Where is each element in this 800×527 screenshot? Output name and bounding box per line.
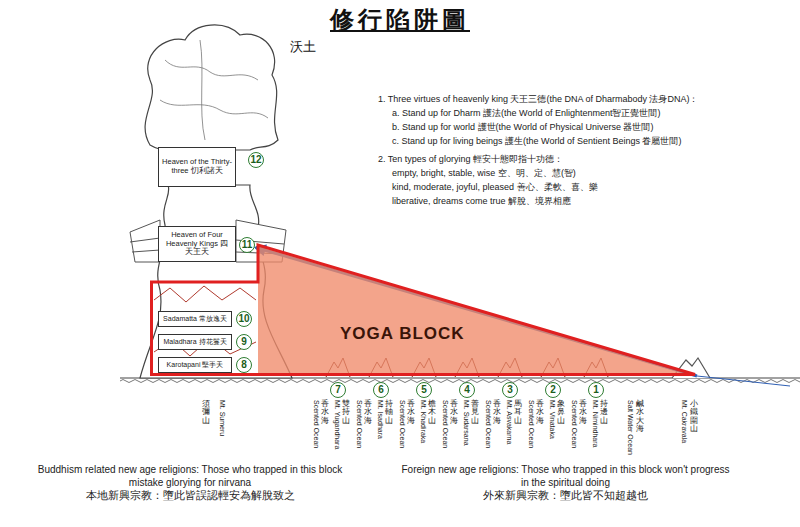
heaven-name: Sadamatta 常放逸天 (163, 315, 227, 323)
region-label: 沃土 (290, 38, 316, 56)
heaven-box: Sadamatta 常放逸天 (158, 311, 232, 327)
place-name: Mt. Isadhara (377, 400, 384, 439)
heaven-name: Maladhara 持花鬘天 (163, 338, 226, 346)
place-name-zh: 香水海 (321, 400, 329, 425)
caption-group: Buddhism related new age religions: Thos… (35, 463, 345, 502)
callout-circle: 5 (416, 382, 432, 398)
place-name-zh: 善見山 (471, 400, 479, 425)
callout-circle: 10 (236, 311, 252, 327)
heaven-box: Maladhara 持花鬘天 (158, 334, 232, 350)
note-line: a. Stand up for Dharm 護法(the World of En… (392, 106, 796, 120)
callout-circle: 1 (588, 382, 604, 398)
place-name: Salt Water Ocean (627, 400, 634, 455)
diagram-title: 修行陷阱圖 (0, 4, 800, 36)
place-name-zh: 小鐵圍山 (690, 400, 698, 433)
note-line: 1. Three virtues of heavenly king 天王三德(t… (378, 92, 796, 106)
place-name-zh: 雙持山 (342, 400, 350, 425)
place-name-zh: 鹹水大海 (636, 400, 644, 433)
note-line: c. Stand up for living beings 護生(the Wor… (392, 134, 796, 148)
callout-number: 8 (241, 360, 247, 370)
callout-circle: 2 (545, 382, 561, 398)
crown-strokes (160, 40, 268, 140)
callout-circle: 3 (502, 382, 518, 398)
place-name: Scented Ocean (442, 400, 449, 448)
callout-circle: 11 (239, 237, 255, 253)
callout-number: 1 (593, 385, 599, 395)
place-name-zh: 象鼻山 (557, 400, 565, 425)
place-name: Mt. Vinataka (549, 400, 556, 439)
place-name: Mt. Khadiraka (420, 400, 427, 443)
block-title: YOGA BLOCK (340, 324, 465, 344)
place-name: Scented Ocean (485, 400, 492, 448)
yoga-outline (150, 240, 697, 376)
place-name: Mt. Asvakarna (506, 400, 513, 444)
place-name: Scented Ocean (399, 400, 406, 448)
heaven-name: Heaven of the Thirty-three 忉利諸天 (162, 158, 232, 175)
place-name-zh: 須彌山 (202, 400, 210, 425)
place-name-zh: 香水海 (407, 400, 415, 425)
place-name-zh: 馬耳山 (514, 400, 522, 425)
callout-number: 12 (250, 155, 261, 165)
place-name-zh: 香水海 (536, 400, 544, 425)
callout-number: 5 (421, 385, 427, 395)
place-name-zh: 香水海 (579, 400, 587, 425)
callout-circle: 12 (248, 152, 264, 168)
note-line: b. Stand up for world 護世(the World of Ph… (392, 120, 796, 134)
place-name: Mt. Yugandhara (334, 400, 341, 449)
callout-number: 10 (238, 314, 249, 324)
note-line: 2. Ten types of glorying 輕安十態即指十功德： (378, 152, 796, 166)
callout-circle: 9 (236, 334, 252, 350)
heaven-name: Heaven of Four Heavenly Kings 四天王天 (162, 231, 232, 257)
heaven-crown (145, 25, 278, 150)
caption-line: 外來新興宗教：墮此皆不知超越也 (398, 489, 733, 502)
callout-number: 4 (464, 385, 470, 395)
callout-number: 6 (378, 385, 384, 395)
heaven-box: Heaven of Four Heavenly Kings 四天王天 (158, 226, 236, 262)
place-name: Scented Ocean (528, 400, 535, 448)
callout-number: 11 (242, 240, 253, 250)
place-name-zh: 香水海 (364, 400, 372, 425)
callout-number: 7 (335, 385, 341, 395)
heaven-box: Karotapani 堅手天 (158, 357, 232, 373)
place-name: Mt. Nimindhara (592, 400, 599, 447)
callout-circle: 7 (330, 382, 346, 398)
note-line: liberative, dreams come true 解脫、境界相應 (392, 194, 796, 208)
place-name-zh: 持軸山 (385, 400, 393, 425)
place-name: Scented Ocean (571, 400, 578, 448)
place-name-zh: 持邊山 (600, 400, 608, 425)
place-name-zh: 檐木山 (428, 400, 436, 425)
notes-list: 1. Three virtues of heavenly king 天王三德(t… (378, 92, 796, 208)
red-mountain-strokes (154, 286, 256, 356)
place-name: Mt. Sudarsana (463, 400, 470, 446)
callout-circle: 6 (373, 382, 389, 398)
left-pavilion (130, 220, 160, 262)
callout-number: 2 (550, 385, 556, 395)
place-name: Mt. Sumeru (219, 400, 226, 436)
place-name: Mt. Cakravala (681, 400, 688, 443)
heaven-box: Heaven of the Thirty-three 忉利諸天 (158, 147, 236, 187)
arrow-tail-line (697, 376, 790, 386)
place-name: Scented Ocean (356, 400, 363, 448)
heaven-name: Karotapani 堅手天 (167, 361, 224, 369)
callout-number: 3 (507, 385, 513, 395)
caption-line: 本地新興宗教：墮此皆誤認輕安為解脫致之 (35, 489, 345, 502)
yoga-border (152, 245, 696, 375)
place-name: Scented Ocean (313, 400, 320, 448)
callout-number: 9 (241, 337, 247, 347)
caption-line: Buddhism related new age religions: Thos… (35, 463, 345, 489)
place-name-zh: 香水海 (450, 400, 458, 425)
yoga-block: YOGA BLOCK Sadamatta 常放逸天 10Maladhara 持花鬘天… (150, 240, 697, 376)
note-line: kind, moderate, joyful, pleased 善心、柔軟、喜、… (392, 180, 796, 194)
place-name-zh: 香水海 (493, 400, 501, 425)
caption-group: Foreign new age religions: Those who tra… (398, 463, 733, 502)
callout-circle: 4 (459, 382, 475, 398)
note-line: empty, bright, stable, wise 空、明、定、慧(智) (392, 166, 796, 180)
callout-circle: 8 (236, 357, 252, 373)
caption-line: Foreign new age religions: Those who tra… (398, 463, 733, 489)
